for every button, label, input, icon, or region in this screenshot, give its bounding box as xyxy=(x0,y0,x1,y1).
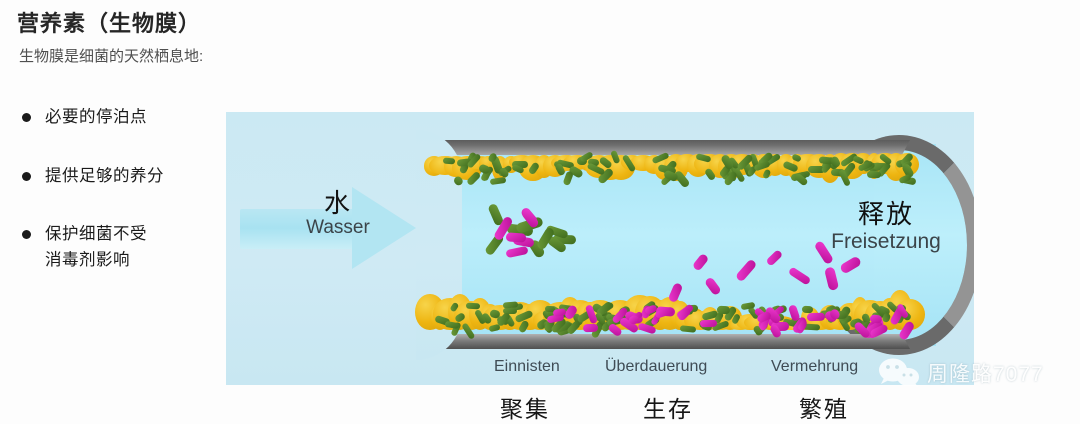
wechat-watermark-text: 周隆路7077 xyxy=(927,363,1044,386)
arrow-shaft xyxy=(240,209,360,249)
wechat-watermark: 周隆路7077 xyxy=(878,358,1044,388)
water-inflow-arrow-icon xyxy=(240,187,416,269)
bacterium-rod xyxy=(691,253,709,272)
bullet-dot-icon xyxy=(22,230,31,240)
biofilm-layer-bottom xyxy=(415,289,926,342)
bullet-dot-icon xyxy=(22,113,31,122)
bacterium-rod xyxy=(505,232,527,244)
bacterium-rod xyxy=(442,157,455,165)
biofilm-layer-top xyxy=(416,149,920,194)
release-label-de: Freisetzung xyxy=(831,229,941,253)
bacterium-rod xyxy=(824,266,840,292)
wechat-logo-icon xyxy=(878,358,920,388)
list-item: 必要的停泊点 xyxy=(22,105,227,131)
bacterium-rod xyxy=(866,171,882,179)
bacterium-rod xyxy=(787,266,812,286)
bacterium-rod xyxy=(700,319,718,328)
bullet-text: 提供足够的养分 xyxy=(45,166,164,185)
bacterium-rod xyxy=(765,249,784,267)
stage-label-cn-1: 聚集 xyxy=(500,396,550,422)
released-bacteria-group xyxy=(416,240,916,308)
list-item: 提供足够的养分 xyxy=(22,164,227,190)
stage-labels-german: Einnisten Überdauerung Vermehrung xyxy=(226,358,974,384)
stage-labels-chinese: 聚集 生存 繁殖 xyxy=(226,390,974,424)
bacterium-rod xyxy=(869,313,883,323)
stage-label-cn-2: 生存 xyxy=(643,396,693,422)
pipe-cross-section xyxy=(415,130,974,360)
release-label-cn: 释放 xyxy=(857,199,914,229)
bacterium-rod xyxy=(583,323,599,332)
bacterium-rod xyxy=(839,255,863,275)
bullet-text: 必要的停泊点 xyxy=(45,108,147,126)
stage-label-de-2: Überdauerung xyxy=(605,358,708,375)
bacterium-rod xyxy=(704,276,723,297)
bacterium-rod xyxy=(680,325,697,333)
stage-label-de-1: Einnisten xyxy=(494,358,560,375)
list-item: 保护细菌不受 消毒剂影响 xyxy=(22,222,227,273)
bullet-list: 必要的停泊点 提供足够的养分 保护细菌不受 消毒剂影响 xyxy=(22,105,227,306)
bacterium-rod xyxy=(667,281,684,304)
pipe-wall-bottom xyxy=(424,334,910,349)
page-title: 营养素（生物膜） xyxy=(17,11,202,36)
stage-label-de-3: Vermehrung xyxy=(771,358,859,375)
bacterium-rod xyxy=(806,312,825,322)
release-label: 释放 Freisetzung xyxy=(786,200,974,254)
bacterium-rod xyxy=(734,258,758,283)
stage-label-cn-3: 繁殖 xyxy=(799,396,849,422)
arrow-head xyxy=(352,187,416,269)
bacterium-rod xyxy=(489,176,507,185)
biofilm-diagram-panel: 水 Wasser 释放 Freisetzung xyxy=(226,112,974,385)
bullet-text: 保护细菌不受 消毒剂影响 xyxy=(45,225,147,269)
bullet-dot-icon xyxy=(22,171,31,181)
page-subtitle: 生物膜是细菌的天然栖息地: xyxy=(19,48,204,65)
